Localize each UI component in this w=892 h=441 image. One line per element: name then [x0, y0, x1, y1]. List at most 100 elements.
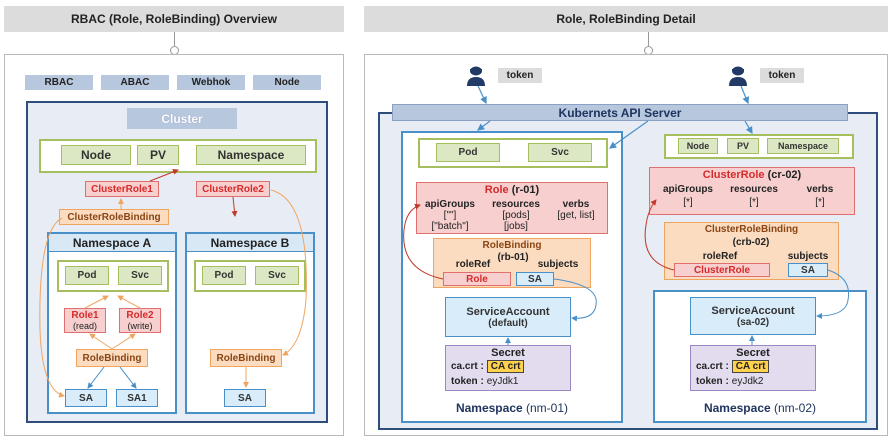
role-r01-title: Role	[484, 184, 509, 196]
user-icon	[727, 66, 749, 86]
cluster-resource-namespace: Namespace	[196, 145, 306, 165]
role-r01-verbs-label: verbs	[562, 198, 590, 210]
role-r01-id: (r-01)	[511, 184, 540, 196]
role-r01-apigroup-core: [""]	[443, 210, 457, 221]
cluster-role1: ClusterRole1	[85, 181, 159, 197]
role-r01-header: Role (r-01)	[416, 183, 608, 197]
secret-nm01-title: Secret	[491, 346, 525, 359]
crb02-roleref-value: ClusterRole	[674, 263, 770, 277]
rb01-id: (rb-01)	[497, 251, 529, 263]
ns-a-role1: Role1 (read)	[64, 308, 106, 333]
cr02-title: ClusterRole	[702, 169, 765, 181]
cr02-resources-value: [*]	[749, 196, 759, 208]
ns-a-role2-mode: (write)	[127, 321, 153, 331]
ns-a-sa1: SA1	[116, 389, 158, 407]
token-label-right: token	[760, 68, 804, 83]
secret-nm02-title: Secret	[736, 346, 770, 359]
ns-b-sa: SA	[224, 389, 266, 407]
ns-b-rolebinding: RoleBinding	[210, 349, 282, 367]
cr02-apigroups-value: [*]	[683, 196, 693, 208]
secret-nm02-ca-key: ca.crt :	[696, 361, 729, 372]
secret-nm01-ca-value: CA crt	[486, 360, 525, 373]
role-r01-apigroups-label: apiGroups	[424, 198, 475, 210]
cluster-resource-pv: PV	[137, 145, 179, 165]
secret-nm01-ca-key: ca.crt :	[451, 361, 484, 372]
header-connector	[174, 32, 175, 48]
ns-b-svc: Svc	[255, 266, 299, 285]
crb02-roleref-label: roleRef	[702, 250, 738, 262]
secret-nm01-ca-row: ca.crt : CA crt	[451, 360, 525, 373]
cluster-role-binding: ClusterRoleBinding	[59, 209, 169, 225]
cr02-id: (cr-02)	[767, 169, 802, 181]
rb01-subjects-label: subjects	[537, 258, 579, 270]
cluster-resource-node: Node	[61, 145, 131, 165]
cr02-header: ClusterRole (cr-02)	[649, 168, 855, 182]
secret-nm02-ca-row: ca.crt : CA crt	[696, 360, 770, 373]
rb01-title: RoleBinding	[482, 239, 542, 251]
serviceaccount-sa02: ServiceAccount (sa-02)	[690, 297, 816, 335]
namespace-nm01-label: Namespace (nm-01)	[401, 400, 623, 415]
ns-a-role2-name: Role2	[126, 310, 154, 321]
secret-nm02-token-key: token :	[696, 375, 729, 387]
crb02-id: (crb-02)	[732, 236, 770, 248]
right-panel-header: Role, RoleBinding Detail	[364, 6, 888, 32]
namespace-a-title: Namespace A	[49, 234, 175, 252]
clusterrole-cr02	[649, 167, 855, 215]
nm02-pv: PV	[727, 138, 759, 154]
cr02-verbs-value: [*]	[815, 196, 825, 208]
secret-nm01-token-row: token : eyJdk1	[451, 375, 518, 387]
rb01-roleref-value: Role	[443, 272, 511, 286]
ns-a-role1-name: Role1	[71, 310, 99, 321]
secret-nm02-token-row: token : eyJdk2	[696, 375, 763, 387]
cr02-apigroups-label: apiGroups	[662, 183, 713, 195]
secret-nm01-token-value: eyJdk1	[486, 375, 519, 387]
nm01-ns-name: (nm-01)	[526, 400, 569, 415]
api-server-title: Kubernets API Server	[392, 104, 848, 121]
crb02-title: ClusterRoleBinding	[704, 224, 799, 235]
ns-b-pod: Pod	[202, 266, 246, 285]
crb02-subjects-value: SA	[788, 263, 828, 277]
nm01-pod: Pod	[436, 143, 500, 162]
namespace-b-title: Namespace B	[187, 234, 313, 252]
right-header-connector	[648, 32, 649, 48]
nm02-ns-label: Namespace	[703, 400, 771, 415]
sa-default-title: ServiceAccount	[466, 305, 550, 318]
ns-a-role2: Role2 (write)	[119, 308, 161, 333]
role-r01-resources-label: resources	[492, 198, 540, 210]
left-panel-header: RBAC (Role, RoleBinding) Overview	[4, 6, 344, 32]
cr02-resources-label: resources	[730, 183, 778, 195]
auth-mode-node: Node	[253, 75, 321, 90]
sa-default-name: (default)	[488, 317, 528, 329]
nm01-ns-label: Namespace	[455, 400, 523, 415]
sa02-name: (sa-02)	[736, 316, 770, 328]
crb02-subjects-label: subjects	[787, 250, 829, 262]
rb01-subjects-value: SA	[516, 272, 554, 286]
cr02-verbs-label: verbs	[806, 183, 834, 195]
serviceaccount-default: ServiceAccount (default)	[445, 297, 571, 337]
secret-nm02-ca-value: CA crt	[731, 360, 770, 373]
role-r01-apigroup-batch: ["batch"]	[431, 221, 469, 232]
nm02-node: Node	[678, 138, 718, 154]
ns-a-svc: Svc	[118, 266, 162, 285]
role-r01-resource-pods: [pods]	[502, 210, 530, 221]
nm01-svc: Svc	[528, 143, 592, 162]
secret-nm02-token-value: eyJdk2	[731, 375, 764, 387]
user-icon	[465, 66, 487, 86]
ns-a-sa: SA	[65, 389, 107, 407]
ns-a-rolebinding: RoleBinding	[76, 349, 148, 367]
nm02-namespace: Namespace	[767, 138, 839, 154]
cluster-role2: ClusterRole2	[196, 181, 270, 197]
ns-a-pod: Pod	[65, 266, 109, 285]
ns-a-role1-mode: (read)	[72, 321, 97, 331]
role-r01-verbs: [get, list]	[557, 210, 595, 221]
auth-mode-rbac: RBAC	[25, 75, 93, 90]
rb01-roleref-label: roleRef	[455, 258, 491, 270]
role-r01	[416, 182, 608, 234]
role-r01-resource-jobs: [jobs]	[504, 221, 528, 232]
namespace-nm02-label: Namespace (nm-02)	[653, 400, 867, 415]
sa02-title: ServiceAccount	[711, 304, 795, 317]
nm02-ns-name: (nm-02)	[774, 400, 817, 415]
cluster-title: Cluster	[127, 108, 237, 129]
auth-mode-webhook: Webhok	[177, 75, 245, 90]
token-label-left: token	[498, 68, 542, 83]
